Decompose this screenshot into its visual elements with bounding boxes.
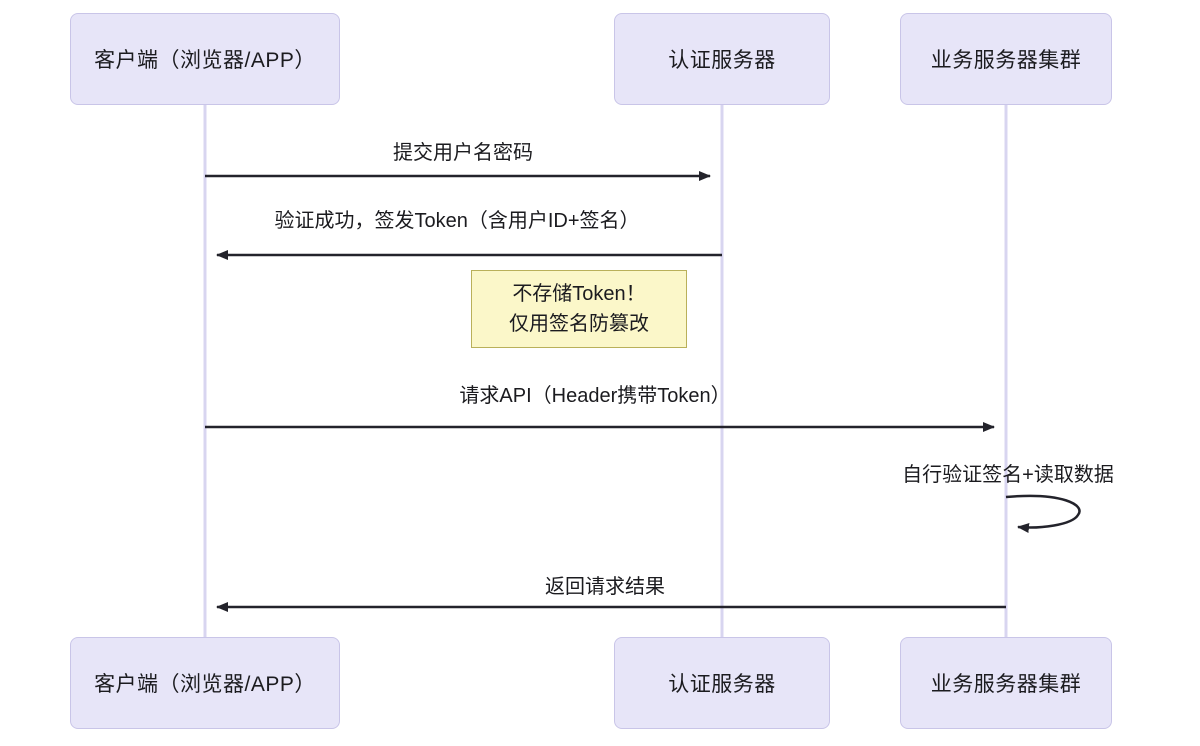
participant-box-biz-bottom[interactable]: 业务服务器集群 xyxy=(900,637,1112,729)
participant-label-biz: 业务服务器集群 xyxy=(930,49,1082,72)
participant-label-client: 客户端（浏览器/APP） xyxy=(94,49,316,72)
participant-box-client-top[interactable]: 客户端（浏览器/APP） xyxy=(70,13,340,105)
message-label-4: 返回请求结果 xyxy=(545,576,665,598)
message-label-1: 提交用户名密码 xyxy=(393,142,533,164)
participant-label-auth-bottom: 认证服务器 xyxy=(668,673,776,696)
message-arrows xyxy=(205,171,1006,612)
participant-box-auth-bottom[interactable]: 认证服务器 xyxy=(614,637,830,729)
self-message-label-biz: 自行验证签名+读取数据 xyxy=(902,464,1114,486)
note-line-1: 不存储Token！ xyxy=(512,283,646,305)
participant-label-auth: 认证服务器 xyxy=(668,49,776,72)
lifelines xyxy=(203,105,1008,637)
note-token-policy: 不存储Token！ 仅用签名防篡改 xyxy=(471,270,687,348)
participant-box-auth-top[interactable]: 认证服务器 xyxy=(614,13,830,105)
message-label-2: 验证成功，签发Token（含用户ID+签名） xyxy=(274,210,640,232)
participant-label-biz-bottom: 业务服务器集群 xyxy=(930,673,1082,696)
participant-label-client-bottom: 客户端（浏览器/APP） xyxy=(94,673,316,696)
participant-box-client-bottom[interactable]: 客户端（浏览器/APP） xyxy=(70,637,340,729)
self-message-loop-biz xyxy=(1005,494,1081,533)
participant-box-biz-top[interactable]: 业务服务器集群 xyxy=(900,13,1112,105)
message-label-3: 请求API（Header携带Token） xyxy=(459,385,731,407)
note-line-2: 仅用签名防篡改 xyxy=(509,313,649,335)
